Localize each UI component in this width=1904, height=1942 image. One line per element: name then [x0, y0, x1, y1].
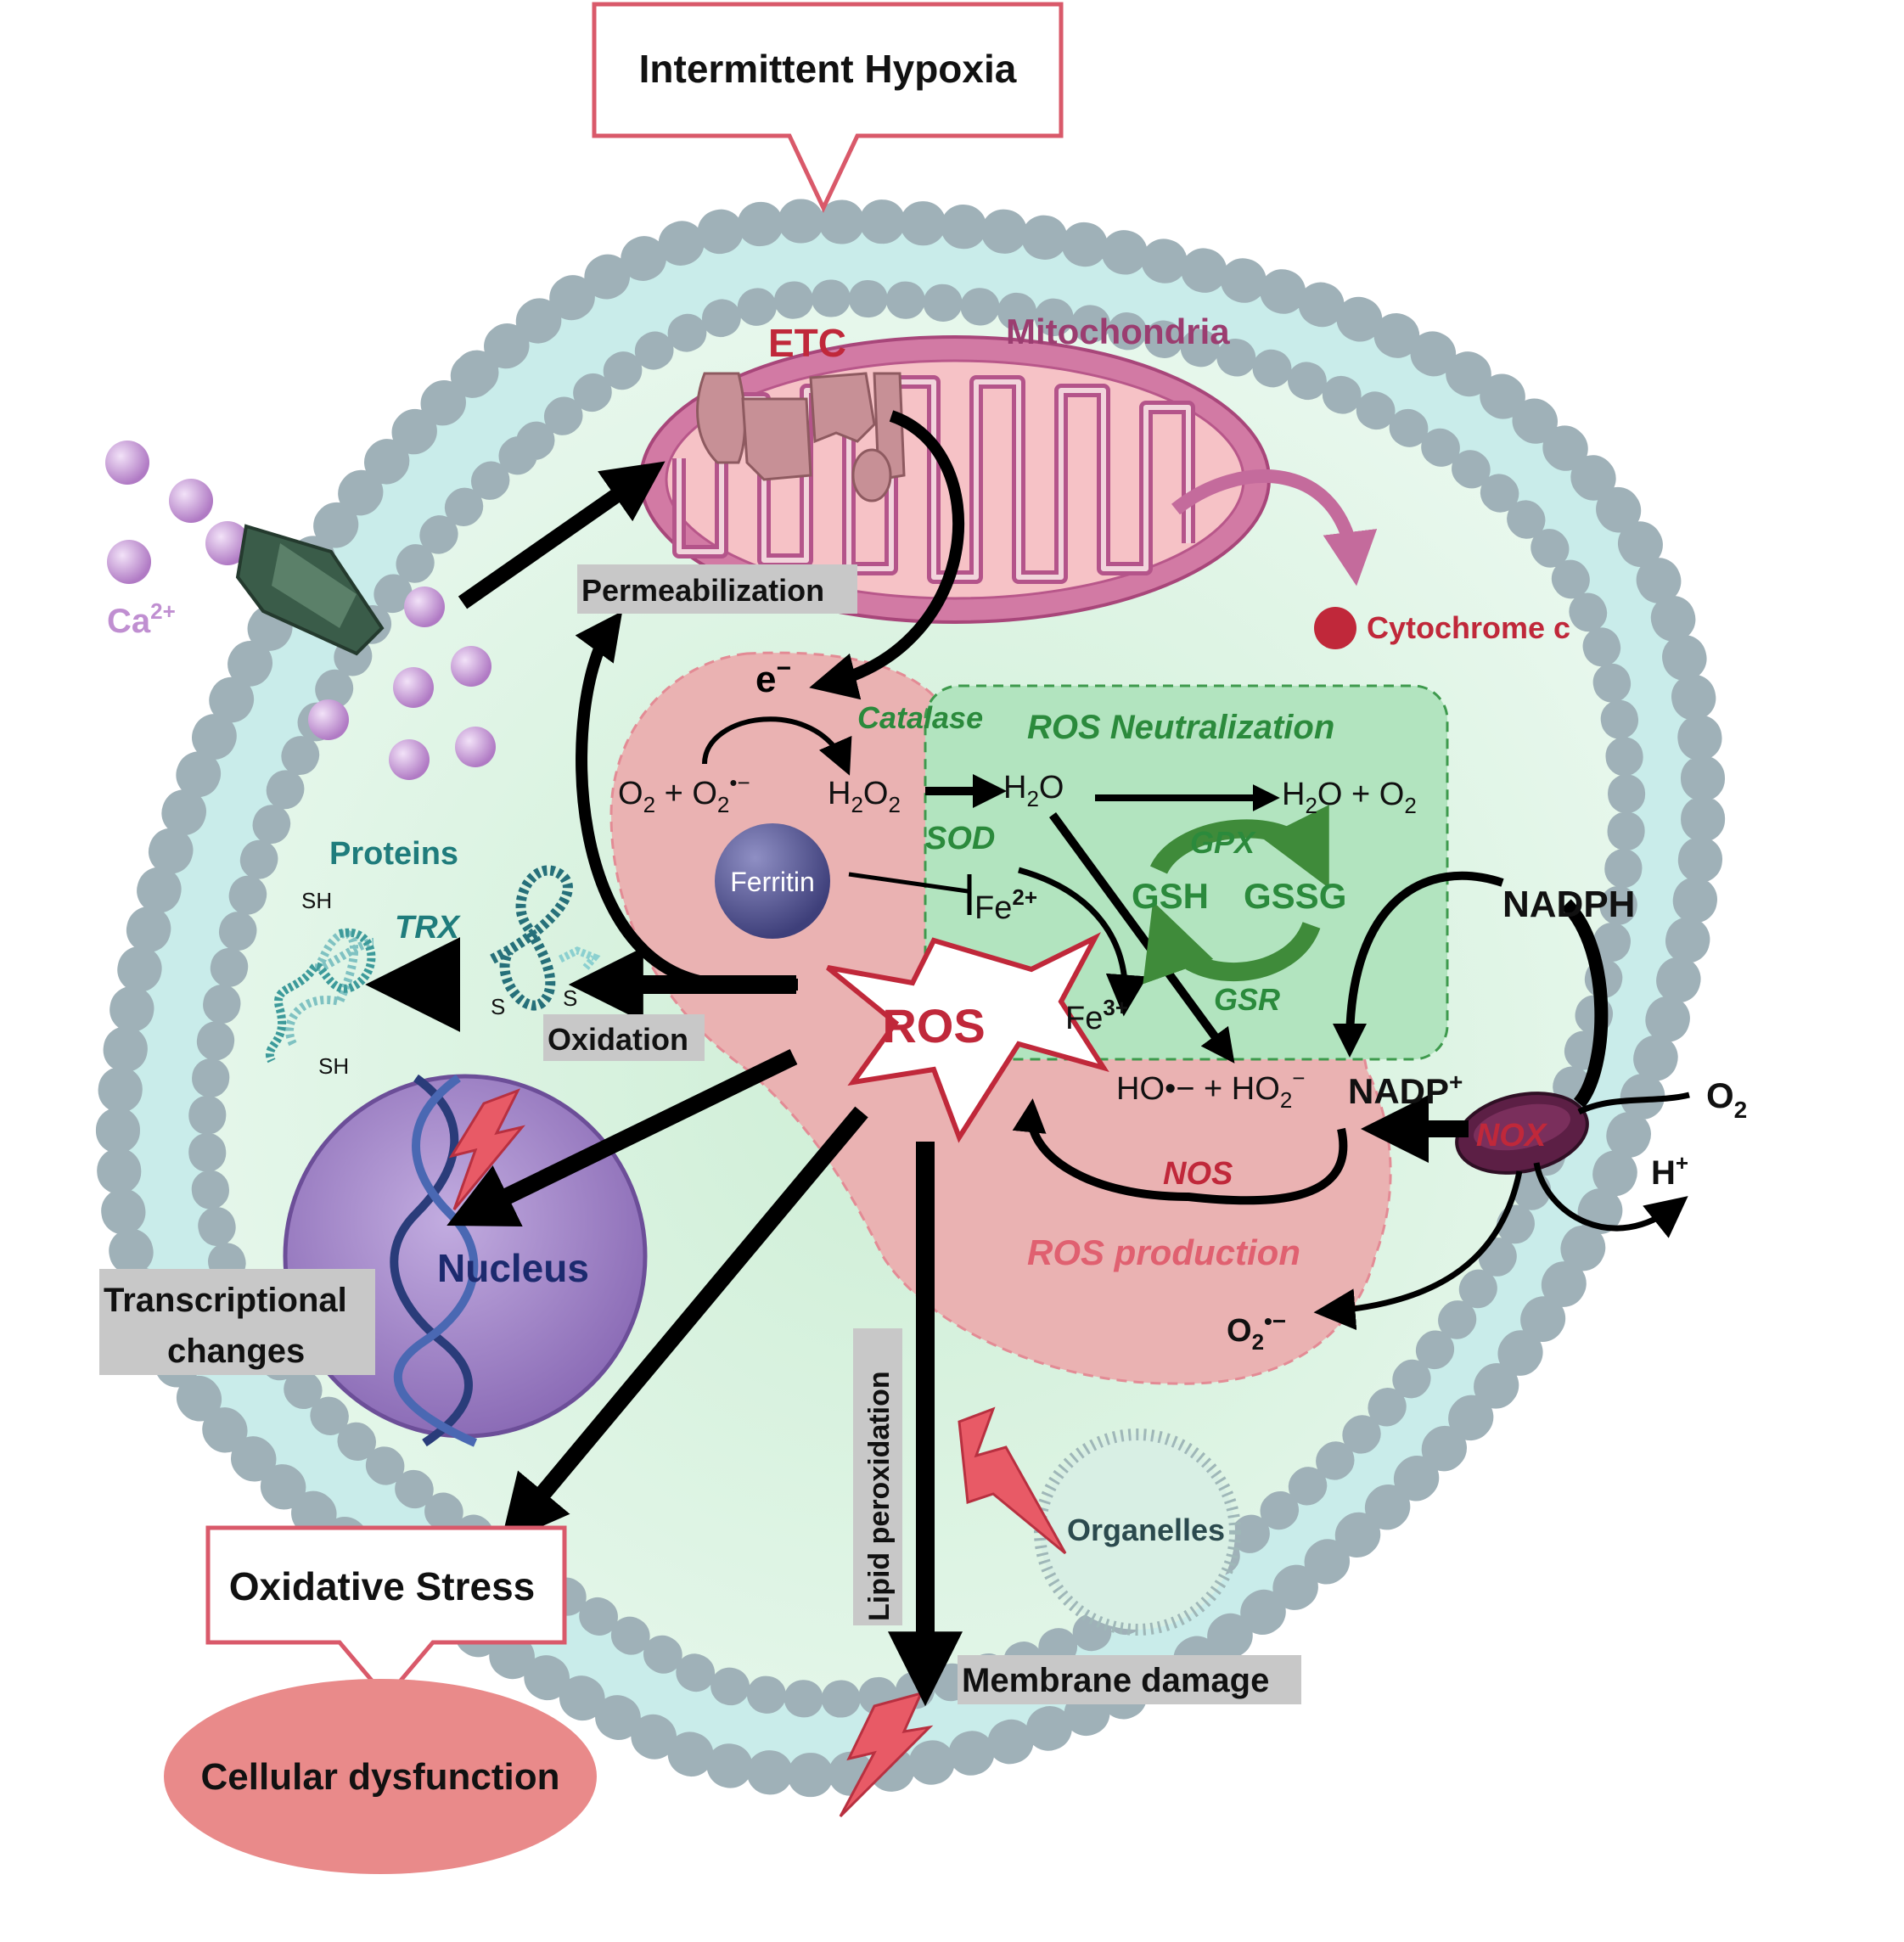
s-right-label: S	[563, 985, 577, 1011]
nadp-label: NADP+	[1348, 1069, 1463, 1111]
electron-label: e−	[755, 654, 791, 700]
reaction-superoxide-dismutation: O2 + O2•−	[618, 770, 750, 817]
ros-star-icon	[826, 932, 1109, 1143]
oxidative-stress-label: Oxidative Stress	[229, 1564, 536, 1608]
ros-neutralization-label: ROS Neutralization	[1027, 709, 1334, 746]
etc-complex-icon	[696, 372, 906, 502]
trx-label: TRX	[395, 910, 462, 946]
cytochrome-release-arrow	[1171, 469, 1378, 587]
organelles-label: Organelles	[1067, 1513, 1225, 1547]
membrane-damage-label: Membrane damage	[962, 1662, 1269, 1699]
nox-label: NOX	[1476, 1118, 1548, 1153]
catalase-label: Catalase	[857, 700, 983, 735]
permeabilization-label: Permeabilization	[581, 573, 824, 608]
reaction-water-oxygen: H2O + O2	[1282, 777, 1417, 818]
cytochrome-c-label: Cytochrome c	[1367, 610, 1570, 645]
pathway-arrows	[365, 410, 1690, 1707]
transcriptional-tag	[99, 1269, 375, 1375]
intermittent-hypoxia-callout: Intermittent Hypoxia	[592, 2, 1064, 213]
oxidation-label: Oxidation	[548, 1022, 688, 1057]
intermittent-hypoxia-label: Intermittent Hypoxia	[639, 47, 1017, 91]
cellular-dysfunction-label: Cellular dysfunction	[201, 1756, 560, 1798]
fe2-label: Fe2+	[974, 884, 1037, 926]
cellular-dysfunction-ellipse: Cellular dysfunction	[164, 1679, 597, 1874]
nucleus-label: Nucleus	[437, 1246, 589, 1290]
calcium-label: Ca2+	[107, 598, 176, 640]
ferritin-label: Ferritin	[730, 867, 815, 897]
gpx-label: GPX	[1190, 825, 1256, 860]
superoxide-label: O2•−	[1227, 1308, 1286, 1355]
oxidative-stress-callout: Oxidative Stress	[205, 1525, 567, 1701]
reaction-radicals: HO•− + HO2−	[1116, 1065, 1305, 1113]
membrane-damage-tag	[958, 1655, 1301, 1704]
lipid-peroxidation-label: Lipid peroxidation	[863, 1371, 896, 1621]
permeabilization-tag	[577, 564, 857, 614]
transcriptional-line2: changes	[167, 1333, 305, 1370]
nox-enzyme-icon	[1455, 1092, 1589, 1175]
ferritin-icon	[715, 823, 830, 939]
mitochondria-label: Mitochondria	[1006, 312, 1230, 351]
calcium-channel-icon	[235, 524, 385, 656]
nadph-label: NADPH	[1502, 884, 1635, 925]
gsr-label: GSR	[1214, 982, 1280, 1017]
oxidation-tag	[543, 1014, 705, 1061]
reaction-h2o2: H2O2	[828, 776, 901, 817]
sh-top-label: SH	[301, 888, 332, 913]
ros-label: ROS	[882, 999, 985, 1052]
lightning-organelle-icon	[958, 1406, 1067, 1555]
fe3-label: Fe3+	[1065, 995, 1128, 1036]
lipid-peroxidation-tag	[853, 1328, 902, 1625]
sh-bottom-label: SH	[318, 1053, 349, 1079]
s-left-label: S	[491, 994, 505, 1019]
ros-production-label: ROS production	[1027, 1232, 1300, 1272]
proteins-label: Proteins	[329, 836, 458, 872]
cytochrome-c-icon	[1314, 607, 1356, 649]
gssg-label: GSSG	[1244, 876, 1346, 916]
reaction-h2o: H2O	[1003, 770, 1064, 811]
calcium-ions	[105, 441, 496, 780]
etc-label: ETC	[768, 321, 846, 365]
o2-nox-label: O2	[1706, 1075, 1747, 1123]
glutathione-cycle	[1143, 805, 1329, 985]
transcriptional-line1: Transcriptional	[104, 1282, 347, 1319]
nos-label: NOS	[1163, 1156, 1233, 1192]
proton-label: H+	[1651, 1150, 1688, 1192]
dna-helix-icon	[390, 1074, 473, 1447]
sod-label: SOD	[925, 821, 995, 856]
gsh-label: GSH	[1132, 876, 1209, 916]
